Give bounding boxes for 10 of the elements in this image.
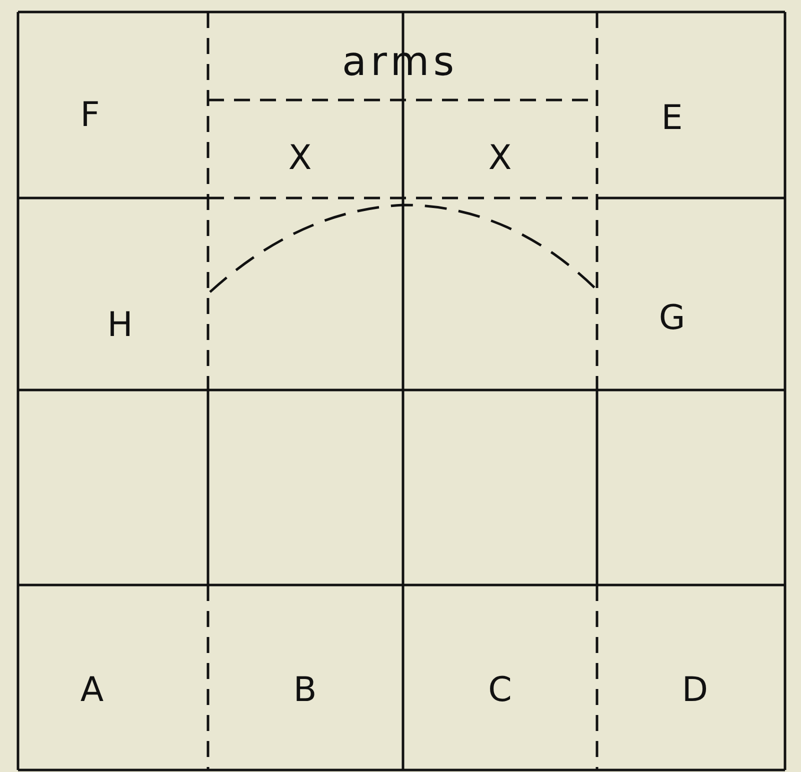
part-letter: B (293, 673, 317, 707)
part-letter: E (661, 101, 683, 135)
part-letter: F (80, 98, 100, 132)
part-letter: X (288, 141, 312, 175)
part-letter: X (488, 141, 512, 175)
part-letter: A (80, 673, 104, 707)
part-letter: D (682, 673, 708, 707)
part-letter: C (488, 673, 512, 707)
part-letter: H (107, 308, 133, 342)
part-letter: G (658, 301, 686, 335)
